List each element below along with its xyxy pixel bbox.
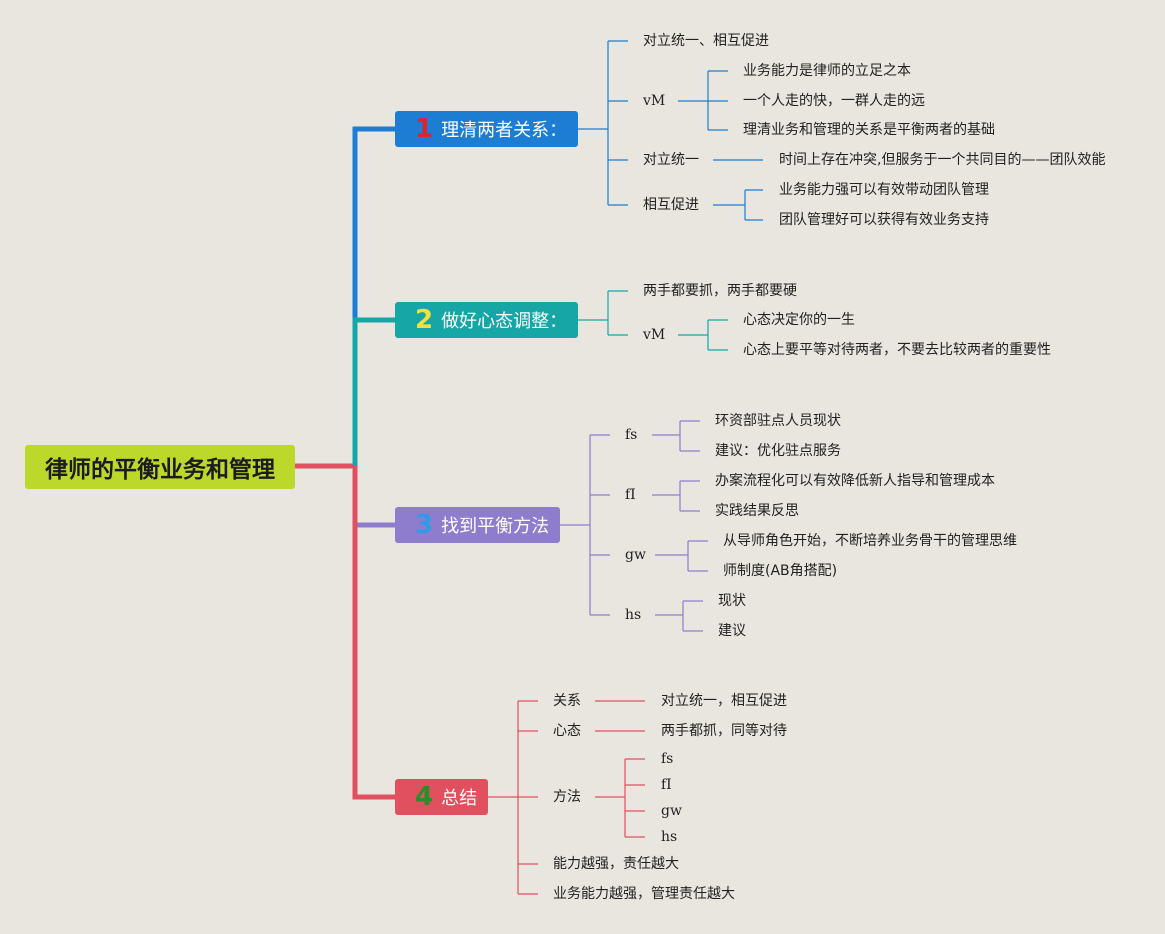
node-b4-item[interactable]: 业务能力越强，管理责任越大 — [553, 886, 735, 902]
node-b3-fs-child[interactable]: 环资部驻点人员现状 — [715, 413, 841, 429]
node-b4-item[interactable]: 心态 — [553, 723, 581, 739]
branch-number: 1 — [415, 114, 434, 144]
branch-label: 做好心态调整： — [441, 311, 568, 332]
node-b2-item[interactable]: vM — [643, 327, 666, 343]
branch-1[interactable]: 1 理清两者关系： — [395, 111, 578, 147]
node-b1-vm-child[interactable]: 业务能力是律师的立足之本 — [743, 63, 911, 79]
node-b3-fs-child[interactable]: 建议：优化驻点服务 — [715, 443, 841, 459]
root-topic[interactable]: 律师的平衡业务和管理 — [25, 445, 295, 489]
node-b1-item[interactable]: vM — [643, 93, 666, 109]
node-b1-item[interactable]: 对立统一、相互促进 — [643, 33, 769, 49]
node-b3-gw-child[interactable]: 从导师角色开始，不断培养业务骨干的管理思维 — [723, 533, 1017, 549]
node-b3-item[interactable]: hs — [625, 607, 642, 623]
branch-label: 总结 — [441, 788, 478, 809]
node-b2-vm-child[interactable]: 心态上要平等对待两者，不要去比较两者的重要性 — [743, 342, 1051, 358]
branch-3[interactable]: 3 找到平衡方法 — [395, 507, 560, 543]
node-b1-vm-child[interactable]: 理清业务和管理的关系是平衡两者的基础 — [743, 122, 995, 138]
node-b3-item[interactable]: gw — [625, 547, 646, 563]
node-b1-vm-child[interactable]: 一个人走的快，一群人走的远 — [743, 93, 925, 109]
node-b1-dlty-child[interactable]: 时间上存在冲突,但服务于一个共同目的——团队效能 — [779, 152, 1106, 168]
branch-number: 3 — [415, 510, 434, 540]
node-b4-guanxi-child[interactable]: 对立统一，相互促进 — [661, 693, 787, 709]
branch-number: 2 — [415, 305, 434, 335]
branch-label: 找到平衡方法 — [441, 516, 550, 537]
branch-4[interactable]: 4 总结 — [395, 779, 488, 815]
node-b4-fangfa-child[interactable]: fs — [661, 751, 674, 767]
node-b3-item[interactable]: fs — [625, 427, 638, 443]
branch-label: 理清两者关系： — [441, 120, 568, 141]
node-b3-hs-child[interactable]: 建议 — [718, 623, 746, 639]
node-b4-item[interactable]: 能力越强，责任越大 — [553, 856, 679, 872]
node-b1-item[interactable]: 相互促进 — [643, 197, 699, 213]
node-b4-item[interactable]: 方法 — [553, 789, 581, 805]
node-b2-item[interactable]: 两手都要抓，两手都要硬 — [643, 283, 797, 299]
node-b3-hs-child[interactable]: 现状 — [718, 593, 746, 609]
node-b4-item[interactable]: 关系 — [553, 693, 581, 709]
node-b1-hxcj-child[interactable]: 团队管理好可以获得有效业务支持 — [779, 212, 989, 228]
node-b3-item[interactable]: fI — [625, 487, 636, 503]
node-b4-fangfa-child[interactable]: fI — [661, 777, 672, 793]
branch-number: 4 — [415, 782, 434, 812]
node-b2-vm-child[interactable]: 心态决定你的一生 — [743, 312, 855, 328]
node-b4-fangfa-child[interactable]: hs — [661, 829, 678, 845]
node-b3-fi-child[interactable]: 实践结果反思 — [715, 503, 799, 519]
node-b1-hxcj-child[interactable]: 业务能力强可以有效带动团队管理 — [779, 182, 989, 198]
node-b4-xintai-child[interactable]: 两手都抓，同等对待 — [661, 723, 787, 739]
node-b1-item[interactable]: 对立统一 — [643, 152, 699, 168]
node-b3-fi-child[interactable]: 办案流程化可以有效降低新人指导和管理成本 — [715, 473, 995, 489]
branch-2[interactable]: 2 做好心态调整： — [395, 302, 578, 338]
node-b3-gw-child[interactable]: 师制度(AB角搭配) — [723, 563, 838, 579]
node-b4-fangfa-child[interactable]: gw — [661, 803, 682, 819]
